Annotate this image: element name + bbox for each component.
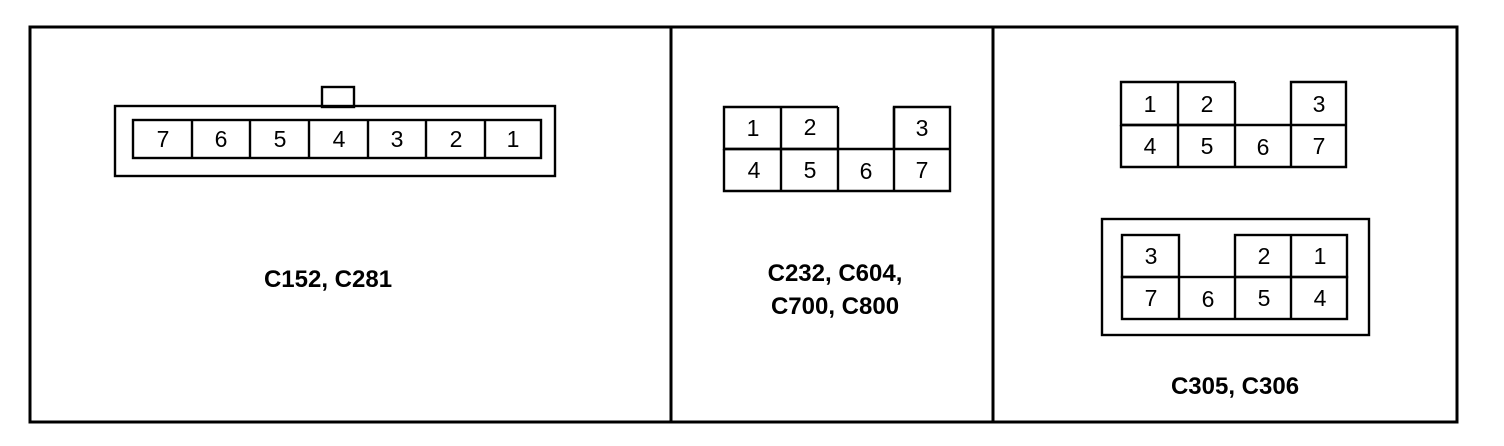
connector-caption: C700, C800 (771, 293, 899, 320)
pin-label: 1 (507, 126, 520, 152)
pin-label: 1 (1314, 243, 1327, 269)
pin-label: 2 (1258, 243, 1271, 269)
pin-label: 4 (1144, 133, 1157, 159)
connector-caption: C305, C306 (1171, 373, 1299, 400)
pin-label: 5 (274, 126, 287, 152)
pin-label: 3 (916, 115, 929, 141)
connector-housing (113, 104, 557, 178)
pin-label: 4 (333, 126, 346, 152)
pin-label: 6 (860, 158, 873, 184)
connector-caption: C232, C604, (768, 260, 903, 287)
pin-label: 1 (747, 115, 760, 141)
connector-latch (320, 85, 356, 109)
pin-label: 2 (804, 114, 817, 140)
pin-label: 6 (1257, 134, 1270, 160)
connector-housing (1100, 217, 1371, 337)
pin-label: 4 (1314, 285, 1327, 311)
pin-row (131, 118, 543, 160)
pin-label: 2 (450, 126, 463, 152)
pin-label: 6 (1202, 286, 1215, 312)
pin-label: 7 (157, 126, 170, 152)
pin-label: 3 (1313, 91, 1326, 117)
pin-label: 5 (804, 157, 817, 183)
pin-label: 2 (1201, 91, 1214, 117)
connector-c232-c604-c700-c800: 1 2 3 4 5 6 7 C232, C604, C700, C800 (722, 105, 952, 320)
pin-label: 1 (1144, 91, 1157, 117)
pin-label: 5 (1258, 285, 1271, 311)
connector-c152-c281: 7 6 5 4 3 2 1 C152, C281 (113, 85, 557, 293)
pin-label: 3 (1145, 243, 1158, 269)
connector-c305-c306-top: 1 2 3 4 5 6 7 (1119, 80, 1348, 169)
pin-label: 4 (748, 157, 761, 183)
diagram-frame (28, 25, 1459, 424)
pin-label: 5 (1201, 133, 1214, 159)
pin-label: 7 (1145, 285, 1158, 311)
pin-label: 6 (215, 126, 228, 152)
pin-label: 7 (1313, 133, 1326, 159)
pin-label: 3 (391, 126, 404, 152)
connector-caption: C152, C281 (264, 266, 392, 293)
connector-c305-c306-bottom: 3 2 1 7 6 5 4 C305, C306 (1100, 217, 1371, 400)
pin-label: 7 (916, 157, 929, 183)
